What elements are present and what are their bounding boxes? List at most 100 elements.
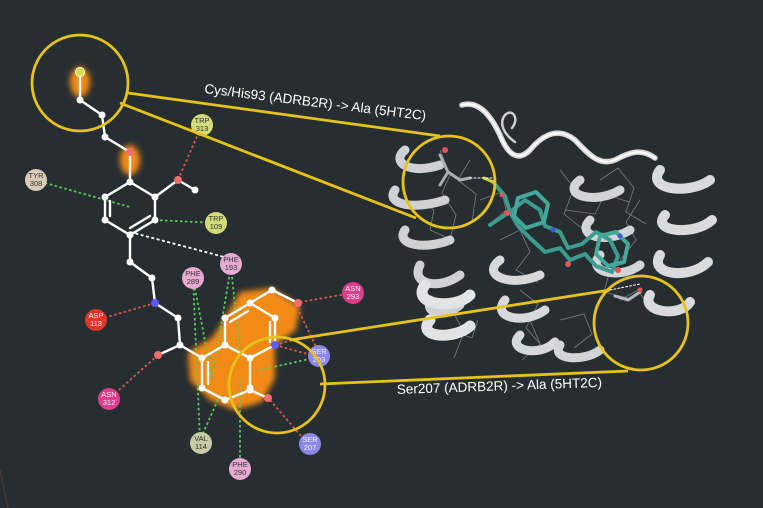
- residue-name: TRP: [209, 214, 224, 223]
- atom: [75, 67, 85, 77]
- connector-line-lower: [319, 369, 629, 386]
- residue-disc: [190, 432, 212, 454]
- ligand-3d-chain: [491, 180, 620, 274]
- atom: [264, 394, 272, 402]
- residue-disc: [220, 253, 242, 275]
- corner-mark: [0, 469, 9, 508]
- residue-disc: [85, 309, 107, 331]
- atom: [198, 384, 206, 392]
- ligand-2d-bonds: [78, 70, 300, 402]
- residue-number: 289: [187, 277, 200, 286]
- atom-n1: [550, 227, 556, 233]
- atom: [294, 299, 302, 307]
- residue-disc: [98, 388, 120, 410]
- ligand-2d-atoms: [75, 67, 302, 404]
- residue-name: ASP: [88, 311, 103, 320]
- residue-number: 313: [196, 124, 209, 133]
- atom: [246, 299, 254, 307]
- helix-4: [643, 165, 717, 317]
- residue-name: SER: [311, 347, 327, 356]
- callout-bottom: [227, 274, 690, 435]
- protein-3d-view: [388, 101, 717, 363]
- residue-trp109: TRP 109: [205, 212, 227, 234]
- residue-name: PHE: [232, 460, 247, 469]
- residue-asn293: ASN 293: [342, 282, 364, 304]
- residue-name: VAL: [194, 434, 208, 443]
- atom: [271, 341, 279, 349]
- atom: [174, 176, 182, 184]
- atom: [101, 216, 109, 224]
- residue-number: 290: [234, 468, 247, 477]
- atom: [154, 351, 162, 359]
- residue-name: PHE: [185, 269, 200, 278]
- ligand-3d-sticks: [488, 180, 630, 274]
- residue-number: 293: [347, 292, 360, 301]
- residue-number: 114: [195, 442, 207, 451]
- coil-tail: [500, 111, 517, 144]
- residue-sticks: [438, 147, 643, 302]
- atom: [221, 314, 229, 322]
- atom: [126, 148, 134, 156]
- hydrophobic-lines: [129, 231, 229, 259]
- atom: [198, 354, 206, 362]
- atom: [151, 216, 159, 224]
- residue-number: 207: [304, 443, 317, 452]
- atom: [221, 396, 229, 404]
- atom-o4: [499, 192, 505, 198]
- zoom-circle-3d-top: [401, 134, 497, 230]
- residue-name: TRP: [195, 116, 210, 125]
- atom: [151, 193, 159, 201]
- callout-label-bottom: Ser207 (ADRB2R) -> Ala (5HT2C): [397, 375, 603, 397]
- atom-n2: [617, 233, 623, 239]
- zoom-circle-2d-top: [30, 33, 130, 133]
- residue-number: 308: [30, 179, 43, 188]
- callout-label-top: Cys/His93 (ADRB2R) -> Ala (5HT2C): [204, 81, 427, 123]
- atom: [271, 314, 279, 322]
- residue-asp113: ASP 113: [85, 309, 107, 331]
- atom: [246, 354, 254, 362]
- atom: [101, 193, 109, 201]
- residue-number: 109: [210, 222, 223, 231]
- residue-phe193: PHE 193: [220, 253, 242, 275]
- atom: [98, 111, 106, 119]
- atom: [174, 314, 182, 322]
- protein-ribbons: [388, 101, 717, 363]
- highlight-regions: [70, 67, 300, 410]
- residue-asn312: ASN 312: [98, 388, 120, 410]
- residue-disc: [229, 458, 251, 480]
- connector-line-lower: [119, 101, 417, 220]
- atom: [191, 186, 199, 194]
- ligand-3d-ring1: [512, 190, 550, 230]
- residue-trp313: TRP 313: [191, 114, 213, 136]
- residue-number: 113: [90, 319, 102, 328]
- helix-2: [489, 255, 560, 356]
- atom-o3: [615, 267, 621, 273]
- residue-name: PHE: [223, 255, 238, 264]
- residue-name: ASN: [345, 284, 360, 293]
- residue-disc: [205, 212, 227, 234]
- residue-number: 312: [103, 398, 116, 407]
- residue-phe290: PHE 290: [229, 458, 251, 480]
- atom-o2: [565, 261, 571, 267]
- residue-number: 193: [225, 263, 238, 272]
- connector-line-upper: [127, 91, 441, 138]
- residue-disc: [25, 169, 47, 191]
- atom: [126, 231, 134, 239]
- atom: [176, 341, 184, 349]
- residue-disc: [191, 114, 213, 136]
- ligand-3d-tail: [488, 213, 507, 227]
- atom: [268, 286, 276, 294]
- residue-name: TYR: [29, 171, 45, 180]
- ligand-3d-ring2: [594, 230, 630, 268]
- atom-o1: [504, 210, 510, 216]
- residue-tyr308: TYR 308: [25, 169, 47, 191]
- atom: [126, 258, 134, 266]
- atom: [126, 178, 134, 186]
- callout-top: [30, 33, 497, 230]
- residue-disc: [342, 282, 364, 304]
- residue-name: ASN: [101, 390, 116, 399]
- atom: [148, 274, 156, 282]
- zoom-circle-3d-bottom: [592, 274, 690, 372]
- residue-disc: [299, 433, 321, 455]
- residue-name: SER: [302, 435, 318, 444]
